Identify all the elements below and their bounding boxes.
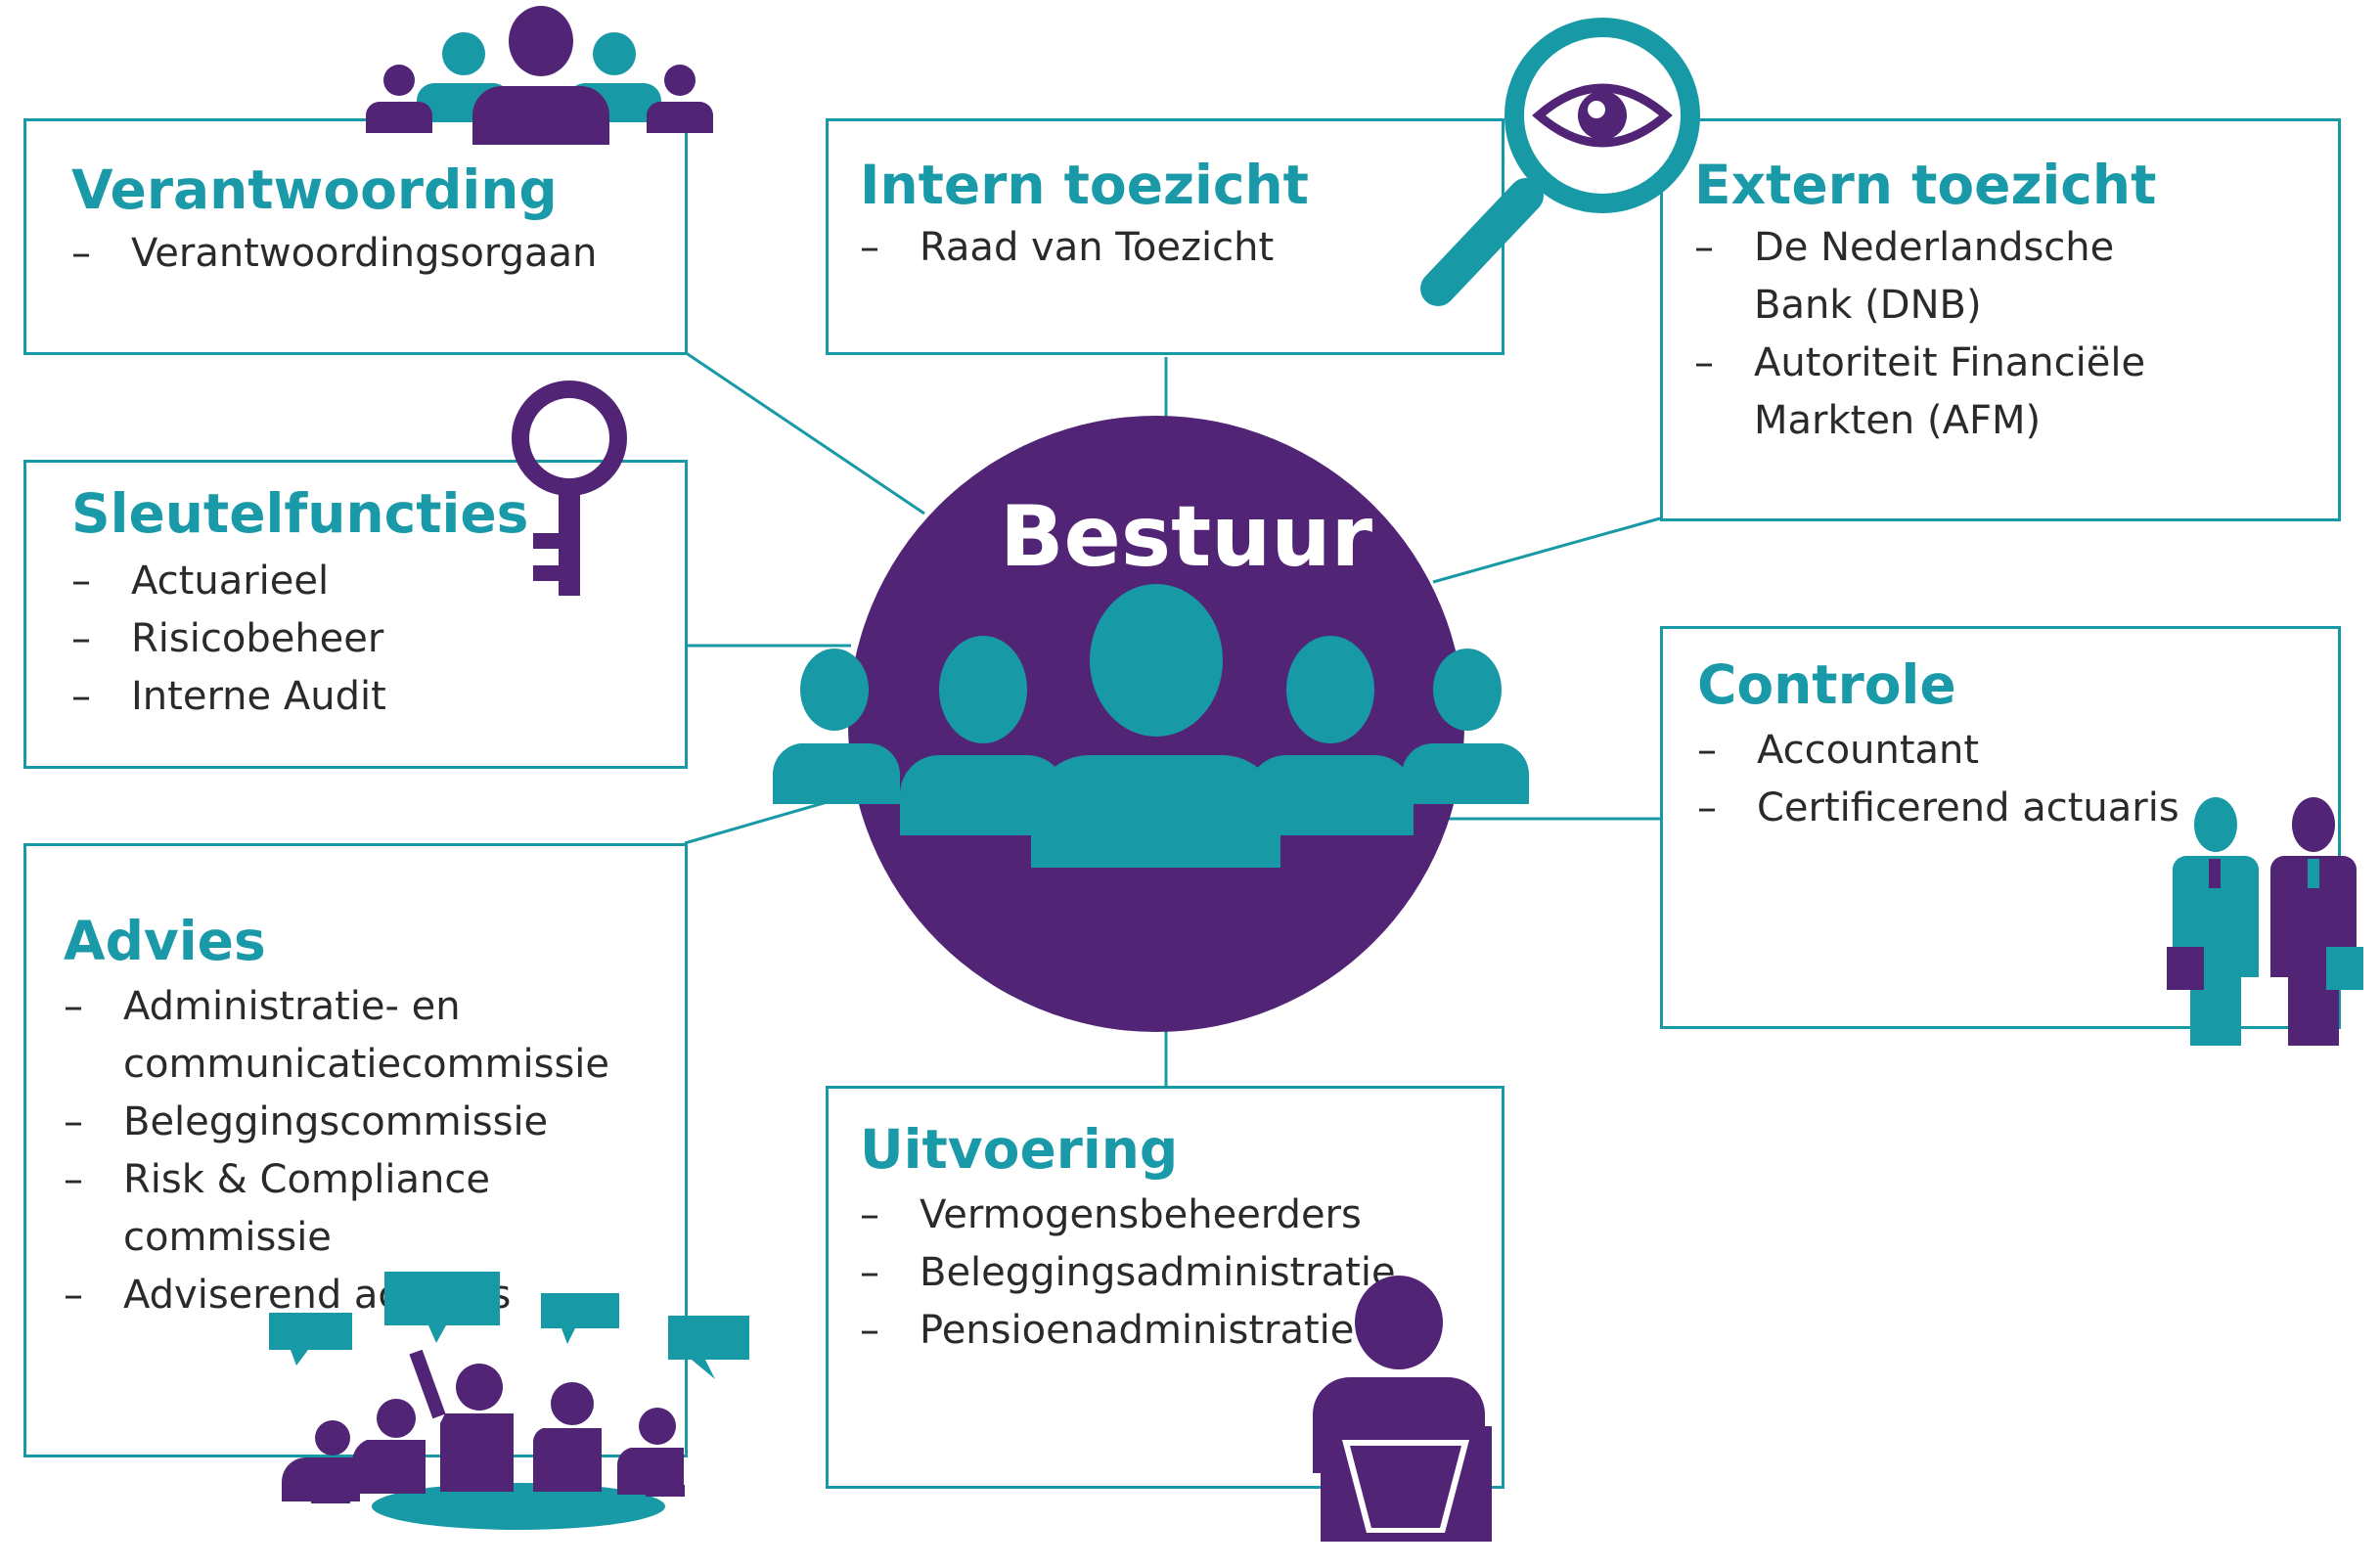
box-title: Controle (1697, 653, 1956, 716)
list-item: Beleggingscommissie (64, 1094, 680, 1151)
box-uitvoering: Uitvoering Vermogensbeheerders Belegging… (826, 1086, 1504, 1489)
connector-extern-toezicht (1432, 516, 1661, 584)
list-item: Interne Audit (71, 668, 561, 726)
center-title: Bestuur (1000, 488, 1373, 586)
connector-verantwoording (684, 350, 925, 515)
box-items: Accountant Certificerend actuaris (1697, 722, 2304, 837)
box-items: Verantwoordingsorgaan (71, 225, 678, 283)
list-item: Autoriteit Financiële Markten (AFM) (1694, 335, 2164, 450)
box-items: Vermogensbeheerders Beleggingsadministra… (860, 1187, 1447, 1360)
box-title: Verantwoording (71, 158, 558, 221)
box-title: Uitvoering (860, 1118, 1179, 1181)
box-title: Sleutelfuncties (71, 482, 529, 545)
list-item: Administratie- en communicatiecommissie (64, 978, 680, 1094)
box-items: Actuarieel Risicobeheer Interne Audit (71, 553, 561, 726)
list-item: Risicobeheer (71, 610, 561, 668)
box-controle: Controle Accountant Certificerend actuar… (1660, 626, 2341, 1029)
list-item: Accountant (1697, 722, 2304, 780)
box-title: Intern toezicht (860, 154, 1309, 216)
list-item: Beleggingsadministratie (860, 1244, 1447, 1302)
list-item: Vermogensbeheerders (860, 1187, 1447, 1244)
list-item: Pensioenadministratie (860, 1302, 1447, 1360)
list-item: Verantwoordingsorgaan (71, 225, 678, 283)
box-items: Raad van Toezicht (860, 219, 1447, 277)
list-item: De Nederlandsche Bank (DNB) (1694, 219, 2164, 335)
box-verantwoording: Verantwoording Verantwoordingsorgaan (23, 118, 688, 355)
box-title: Extern toezicht (1694, 154, 2157, 216)
box-items: De Nederlandsche Bank (DNB) Autoriteit F… (1694, 219, 2164, 450)
list-item: Actuarieel (71, 553, 561, 610)
box-advies: Advies Administratie- en communicatiecom… (23, 843, 688, 1457)
list-item: Certificerend actuaris (1697, 780, 2304, 837)
list-item: Raad van Toezicht (860, 219, 1447, 277)
board-group-icon (772, 584, 1530, 868)
box-extern-toezicht: Extern toezicht De Nederlandsche Bank (D… (1660, 118, 2341, 521)
box-title: Advies (64, 910, 266, 972)
box-items: Administratie- en communicatiecommissie … (64, 978, 680, 1324)
box-sleutelfuncties: Sleutelfuncties Actuarieel Risicobeheer … (23, 460, 688, 769)
list-item: Risk & Compliance commissie (64, 1151, 680, 1267)
